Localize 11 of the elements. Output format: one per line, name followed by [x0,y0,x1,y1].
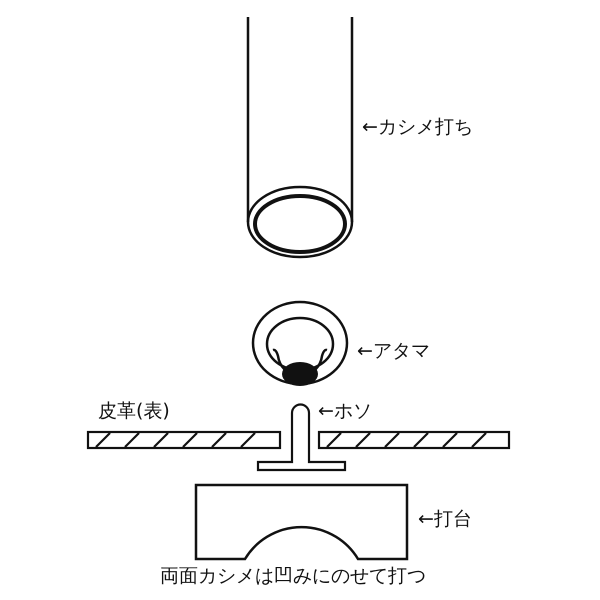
part-label: ←アタマ [357,340,430,363]
part-label: ←打台 [418,508,472,531]
part-label: ←ホソ [318,400,372,423]
caption-text: 両面カシメは凹みにのせて打つ [160,565,426,588]
part-label: ←カシメ打ち [362,116,473,139]
rivet-cap [252,300,348,386]
leather-strip [318,430,510,450]
part-label: 皮革(表) [98,400,170,423]
leather-strip [86,430,282,450]
punch-tool [246,17,354,258]
anvil-block [194,484,408,560]
